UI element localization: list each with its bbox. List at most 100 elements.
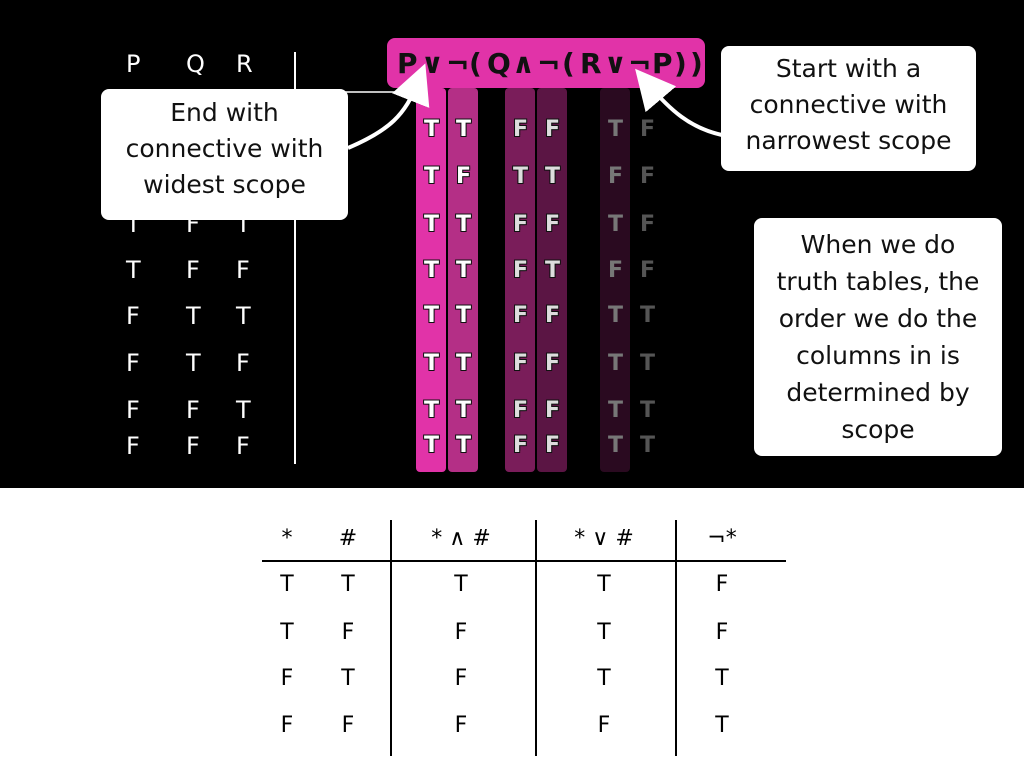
truth-value: T [545,164,561,189]
left-cell: F [186,396,200,424]
ref-cell: T [715,713,729,738]
truth-value: T [608,398,624,423]
formula-symbol: ¬ [537,47,561,80]
truth-value: T [545,258,561,283]
left-cell: F [126,432,140,460]
truth-column-bg [600,88,630,472]
ref-header-underline [262,560,786,562]
table-divider [294,52,296,464]
truth-value: T [640,303,656,328]
callout-line: narrowest scope [745,126,952,155]
truth-value: T [424,117,440,142]
truth-value: F [640,212,656,237]
truth-value: F [513,398,529,423]
ref-cell: T [597,620,611,645]
ref-cell: T [341,572,355,597]
formula-symbol: R [580,47,602,80]
callout-line: truth tables, the [776,267,980,296]
truth-value: T [456,212,472,237]
truth-value: F [513,117,529,142]
truth-value: T [424,433,440,458]
ref-cell: F [280,666,294,691]
ref-cell: T [280,572,294,597]
formula-symbol: ( [469,47,482,80]
truth-value: T [608,117,624,142]
callout-widest-scope: End with connective with widest scope [101,89,348,220]
truth-value: T [608,351,624,376]
arrow-to-narrowest [635,68,723,137]
callout-line: When we do [800,230,956,259]
truth-column-bg [416,88,446,472]
callout-line: columns in is [796,341,960,370]
truth-value: T [608,433,624,458]
truth-value: T [640,433,656,458]
truth-value: F [513,212,529,237]
ref-header: * ∧ # [431,526,491,551]
ref-cell: T [454,572,468,597]
callout-line: determined by [786,378,970,407]
ref-cell: F [454,666,468,691]
left-cell: T [186,302,201,330]
left-cell: F [186,432,200,460]
truth-value: T [424,212,440,237]
left-cell: F [126,302,140,330]
ref-divider-3 [675,520,677,756]
truth-value: F [545,351,561,376]
truth-value: F [456,164,472,189]
left-cell: T [186,349,201,377]
ref-cell: F [280,713,294,738]
ref-cell: F [715,572,729,597]
ref-header: ¬* [707,526,737,551]
callout-line: order we do the [778,304,978,333]
formula-symbol: ¬ [446,47,470,80]
ref-cell: T [597,572,611,597]
truth-column-bg [505,88,535,472]
truth-value: F [545,433,561,458]
truth-column-bg [632,88,662,472]
truth-value: T [640,351,656,376]
ref-cell: T [597,666,611,691]
left-cell: F [126,349,140,377]
header-p: P [126,50,141,78]
callout-narrowest-scope: Start with a connective with narrowest s… [721,46,976,171]
truth-value: F [545,303,561,328]
left-cell: T [236,302,251,330]
formula-symbol: Q [487,47,511,80]
left-cell: T [236,396,251,424]
truth-value: T [456,258,472,283]
ref-cell: F [341,620,355,645]
truth-value: T [424,398,440,423]
left-cell: F [126,396,140,424]
formula-symbol: ) [674,47,687,80]
callout-line: connective with [125,134,324,163]
formula-symbol: ( [562,47,575,80]
callout-line: scope [841,415,915,444]
truth-value: T [608,303,624,328]
truth-value: F [545,212,561,237]
left-cell: F [236,256,250,284]
header-r: R [236,50,253,78]
truth-value: T [424,351,440,376]
truth-column-bg [448,88,478,472]
left-cell: F [236,349,250,377]
truth-value: F [513,351,529,376]
truth-value: T [513,164,529,189]
ref-cell: F [454,620,468,645]
truth-value: F [608,258,624,283]
ref-divider-1 [390,520,392,756]
truth-value: F [640,164,656,189]
truth-value: T [456,117,472,142]
formula-symbol: ) [690,47,703,80]
formula-symbol: ∧ [512,47,535,80]
truth-value: F [608,164,624,189]
callout-order-by-scope: When we do truth tables, the order we do… [754,218,1002,456]
ref-header: * [281,526,293,551]
truth-value: F [513,258,529,283]
ref-cell: T [715,666,729,691]
truth-value: F [640,258,656,283]
truth-value: T [456,433,472,458]
truth-value: T [424,303,440,328]
truth-value: T [640,398,656,423]
truth-value: F [640,117,656,142]
